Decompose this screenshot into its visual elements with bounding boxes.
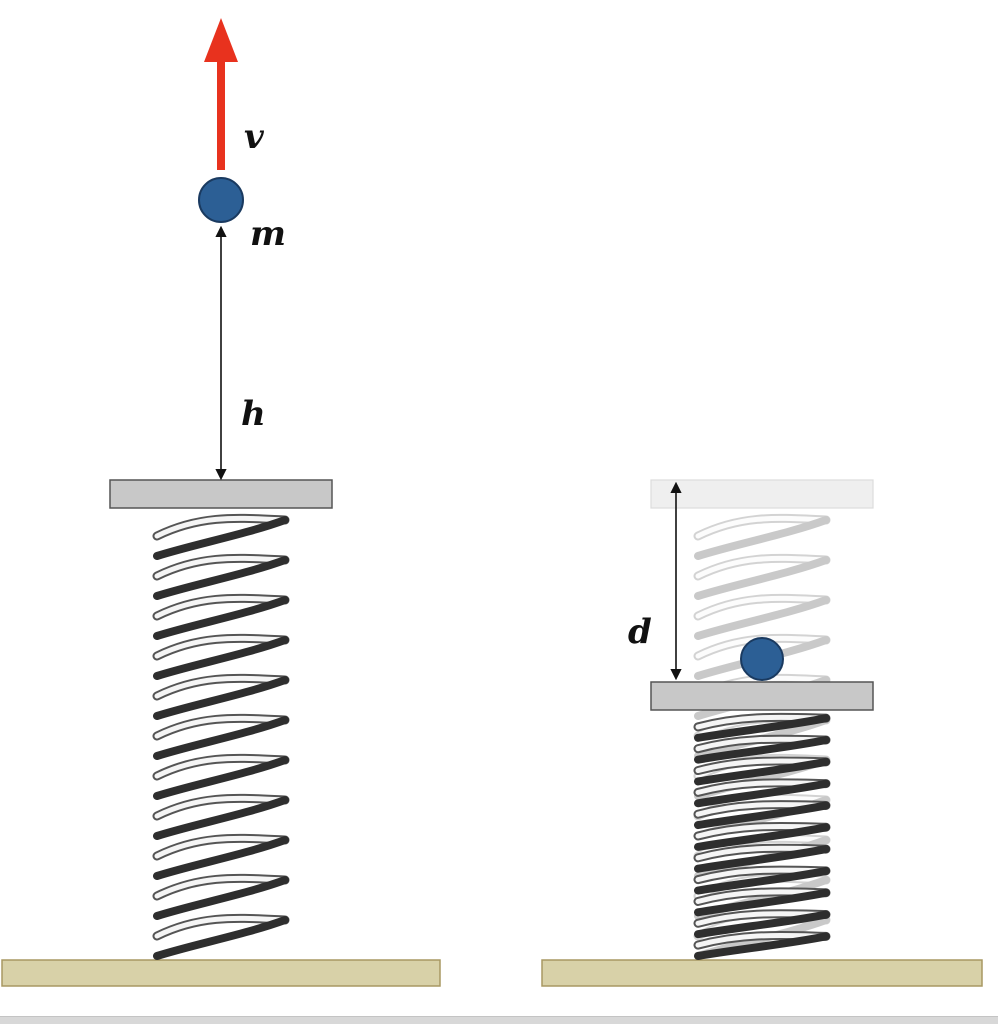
- left-spring-coil-front: [153, 796, 289, 840]
- ghost-spring-coil-back-highlight: [695, 555, 829, 579]
- left-spring-coil-back-highlight: [154, 515, 288, 539]
- height-label: h: [241, 394, 266, 434]
- ghost-spring-coil-back-highlight: [695, 595, 829, 619]
- ghost-spring-coil-back: [693, 553, 831, 581]
- velocity-arrow-shaft: [217, 60, 225, 170]
- right-spring-coil-front: [694, 845, 830, 873]
- left-spring-coil-back-highlight: [154, 635, 288, 659]
- ghost-spring-coil-back: [693, 593, 831, 621]
- ghost-spring-coil-front: [694, 596, 830, 640]
- velocity-arrow-head: [204, 18, 238, 62]
- left-spring-coil-front: [153, 756, 289, 800]
- right-scene: d: [541, 479, 983, 987]
- left-spring-coil-front: [153, 556, 289, 600]
- right-spring-compressed: [693, 712, 831, 960]
- right-spring-coil-front: [694, 823, 830, 851]
- left-spring-coil-back-highlight: [154, 715, 288, 739]
- right-spring-coil-front: [694, 757, 830, 786]
- left-plate: [109, 479, 333, 509]
- right-ground: [541, 959, 983, 987]
- left-spring-coil-back-highlight: [154, 915, 288, 939]
- bottom-edge: [0, 1016, 998, 1024]
- left-spring-coil-back-highlight: [154, 795, 288, 819]
- compression-label: d: [628, 612, 652, 652]
- left-spring-coil-back-highlight: [154, 755, 288, 779]
- ball-mass: [198, 177, 244, 223]
- right-spring-coil-front: [694, 714, 830, 742]
- left-spring-coil-front: [153, 596, 289, 640]
- left-spring-coil-back-highlight: [154, 875, 288, 899]
- left-spring: [152, 513, 290, 960]
- right-spring-coil-front: [694, 888, 830, 917]
- mass-label: m: [250, 214, 286, 254]
- left-spring-coil-front: [153, 876, 289, 920]
- left-ground: [1, 959, 441, 987]
- left-spring-coil-front: [153, 916, 289, 960]
- left-spring-coil-back-highlight: [154, 835, 288, 859]
- left-spring-coil-back-highlight: [154, 555, 288, 579]
- ghost-spring-coil-front: [694, 556, 830, 600]
- ball-mass-resting: [740, 637, 784, 681]
- ghost-plate-original: [650, 479, 874, 509]
- left-spring-coil-front: [153, 836, 289, 880]
- right-plate: [650, 681, 874, 711]
- left-spring-coil-front: [153, 636, 289, 680]
- ghost-spring-coil-back-highlight: [695, 515, 829, 539]
- ghost-spring-coil-front: [694, 516, 830, 560]
- right-spring-coil-front: [694, 779, 830, 808]
- left-scene: v m h: [1, 18, 441, 987]
- left-spring-coil-back-highlight: [154, 595, 288, 619]
- right-spring-coil-front: [694, 910, 830, 939]
- ghost-spring-coil-back: [693, 513, 831, 541]
- velocity-label: v: [244, 117, 265, 157]
- left-spring-coil-back-highlight: [154, 675, 288, 699]
- right-spring-coil-front: [694, 866, 830, 895]
- left-spring-coil-front: [153, 676, 289, 720]
- left-spring-coil-front: [153, 516, 289, 560]
- left-spring-coil-front: [153, 716, 289, 760]
- right-spring-coil-front: [694, 736, 830, 764]
- right-spring-coil-front: [694, 932, 830, 960]
- right-spring-coil-front: [694, 801, 830, 830]
